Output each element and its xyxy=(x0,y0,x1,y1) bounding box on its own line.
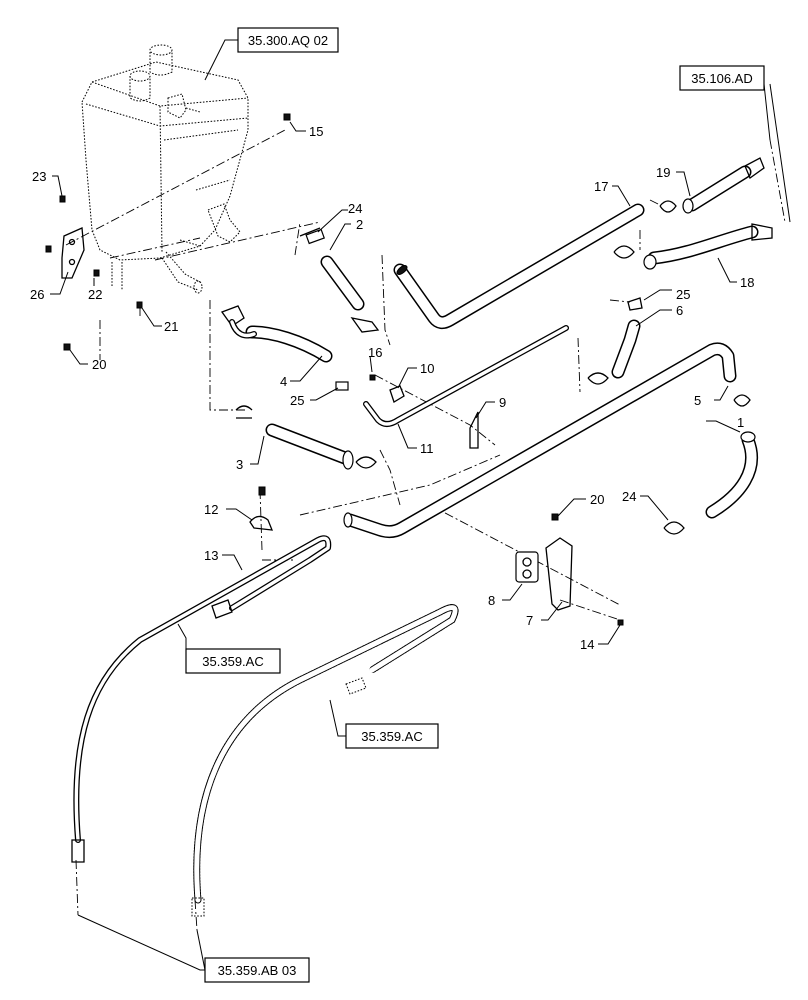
clamp-5 xyxy=(733,394,751,407)
ref-box-hose-left[interactable]: 35.359.AC xyxy=(185,648,281,674)
bolt-22 xyxy=(45,245,100,277)
callout-10: 10 xyxy=(420,361,434,376)
callout-5: 5 xyxy=(694,393,701,408)
hose-4 xyxy=(220,305,333,363)
callout-15: 15 xyxy=(309,124,323,139)
ref-label-hose-left: 35.359.AC xyxy=(202,654,263,669)
callout-3: 3 xyxy=(236,457,243,472)
callout-23: 23 xyxy=(32,169,46,184)
hose-1 xyxy=(705,431,759,519)
callout-11: 11 xyxy=(420,441,434,456)
bolt-15 xyxy=(283,113,291,121)
tag-9 xyxy=(469,411,479,449)
callout-18: 18 xyxy=(740,275,754,290)
screw-16 xyxy=(369,374,376,381)
hose-13 xyxy=(71,535,332,863)
clip-10 xyxy=(389,385,405,403)
screw-14 xyxy=(617,619,624,626)
bolt-20-right xyxy=(551,513,559,521)
callout-12: 12 xyxy=(204,502,218,517)
callout-1: 1 xyxy=(737,415,744,430)
callout-2: 2 xyxy=(356,217,363,232)
callout-13: 13 xyxy=(204,548,218,563)
callout-6: 6 xyxy=(676,303,683,318)
hose-2 xyxy=(299,227,380,333)
bolt-23 xyxy=(59,195,66,203)
tube-17 xyxy=(393,203,645,330)
clamp-block-8 xyxy=(515,551,539,583)
callout-20-left: 20 xyxy=(92,357,106,372)
tube-6 xyxy=(587,297,643,385)
bolt-21 xyxy=(136,301,143,309)
ref-box-hose-right[interactable]: 35.359.AC xyxy=(345,723,439,749)
hose-reference-dotted xyxy=(191,604,459,917)
ref-label-top-right: 35.106.AD xyxy=(691,71,752,86)
assembly-centerlines xyxy=(65,129,786,931)
tank-bracket-26 xyxy=(61,227,85,279)
ref-label-tank: 35.300.AQ 02 xyxy=(248,33,328,48)
callout-21: 21 xyxy=(164,319,178,334)
tube-long-main xyxy=(343,342,737,539)
hydraulic-tank xyxy=(81,44,249,294)
callout-4: 4 xyxy=(280,374,287,389)
ref-label-hose-right: 35.359.AC xyxy=(361,729,422,744)
callout-7: 7 xyxy=(526,613,533,628)
ref-box-tank[interactable]: 35.300.AQ 02 xyxy=(237,27,339,53)
callout-20-right: 20 xyxy=(590,492,604,507)
hose-19 xyxy=(659,157,765,214)
callout-24-right: 24 xyxy=(622,489,636,504)
callout-17: 17 xyxy=(594,179,608,194)
bracket-7 xyxy=(545,537,573,611)
callout-16: 16 xyxy=(368,345,382,360)
tube-11 xyxy=(363,325,569,427)
leader-lines xyxy=(50,39,791,971)
ref-box-top-right[interactable]: 35.106.AD xyxy=(679,65,765,91)
ref-label-bottom: 35.359.AB 03 xyxy=(218,963,297,978)
callout-25-right: 25 xyxy=(676,287,690,302)
clamp-24-right xyxy=(663,521,685,535)
fitting-25-left xyxy=(335,381,349,391)
callout-19: 19 xyxy=(656,165,670,180)
tube-3 xyxy=(235,405,377,470)
ref-box-bottom[interactable]: 35.359.AB 03 xyxy=(204,957,310,983)
callout-8: 8 xyxy=(488,593,495,608)
callout-22: 22 xyxy=(88,287,102,302)
hose-clamp-24-top xyxy=(305,228,325,245)
callout-14: 14 xyxy=(580,637,594,652)
clamp-12 xyxy=(249,486,274,531)
callout-numbers: 1 2 3 4 5 6 7 8 9 10 11 12 13 14 15 16 1… xyxy=(30,124,754,652)
bolt-20-left xyxy=(63,343,71,351)
callout-26: 26 xyxy=(30,287,44,302)
hose-18 xyxy=(613,223,773,270)
callout-9: 9 xyxy=(499,395,506,410)
callout-24-top: 24 xyxy=(348,201,362,216)
callout-25-left: 25 xyxy=(290,393,304,408)
